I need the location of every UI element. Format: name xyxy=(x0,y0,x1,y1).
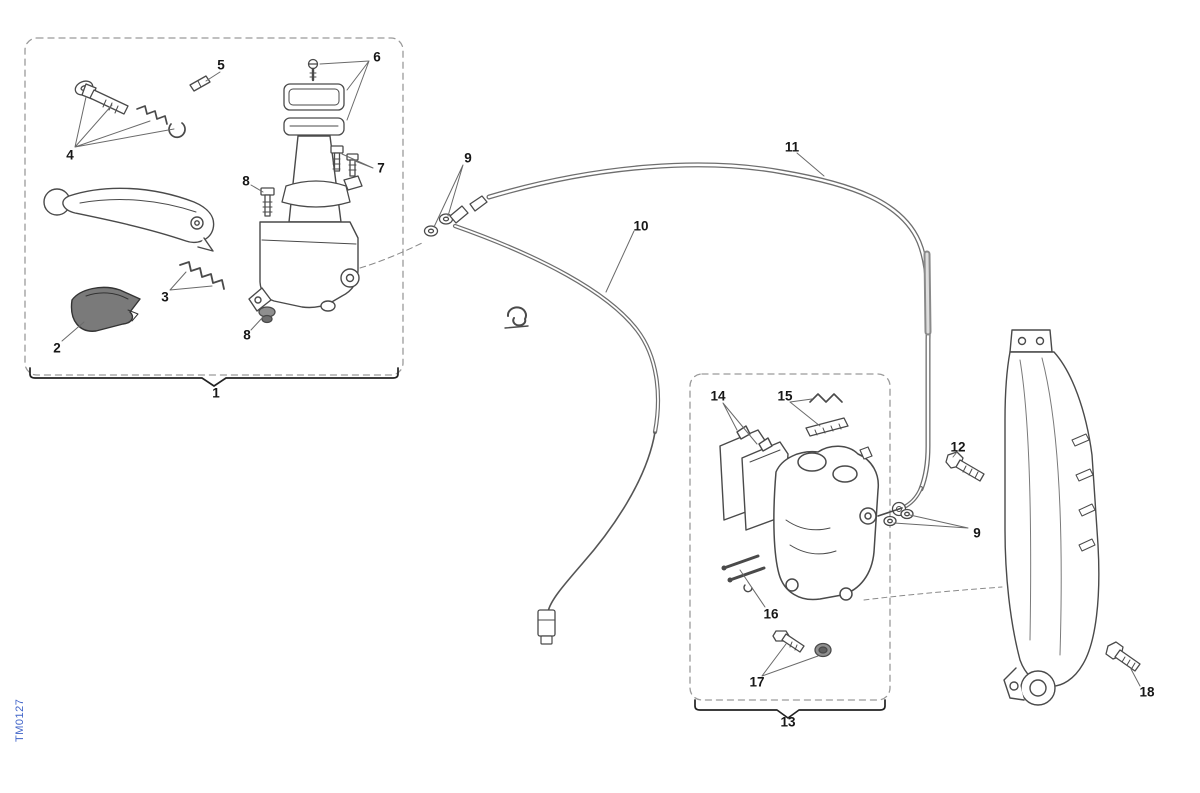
banjo-washers-top xyxy=(423,195,488,237)
lever-spring xyxy=(179,261,225,290)
callout-5: 5 xyxy=(217,57,225,73)
reservoir-cap-set xyxy=(283,58,345,136)
leader-lines xyxy=(61,60,1141,687)
brake-hose-11 xyxy=(486,162,932,517)
pad-spring-kit xyxy=(805,393,849,437)
callout-1: 1 xyxy=(212,385,220,401)
watermark: TM0127 xyxy=(14,698,26,742)
lever-protector xyxy=(70,286,141,332)
clamp-and-bolts xyxy=(281,145,363,208)
callout-16: 16 xyxy=(763,606,779,622)
pad-pins xyxy=(721,554,766,593)
group-1-box xyxy=(24,37,404,376)
hose-clip xyxy=(504,306,529,329)
callout-8b: 8 xyxy=(243,327,251,343)
pushrod-pin xyxy=(189,75,211,92)
master-cylinder xyxy=(248,135,360,312)
callout-11: 11 xyxy=(784,139,800,155)
alignment-dash-line xyxy=(359,241,425,269)
callout-12: 12 xyxy=(950,439,966,455)
bolt-12 xyxy=(945,451,985,482)
boot-8-bottom xyxy=(258,306,276,324)
callout-17: 17 xyxy=(749,674,765,690)
callout-15: 15 xyxy=(777,388,793,404)
brake-caliper xyxy=(773,445,903,601)
banjo-washers-caliper xyxy=(883,508,914,527)
callout-10: 10 xyxy=(633,218,649,234)
bolt-8-top xyxy=(260,187,275,217)
callout-9b: 9 xyxy=(973,525,981,541)
callout-7: 7 xyxy=(377,160,385,176)
group-1-bracket xyxy=(29,367,399,387)
callout-2: 2 xyxy=(53,340,61,356)
callout-9a: 9 xyxy=(464,150,472,166)
callout-6: 6 xyxy=(373,49,381,65)
callout-3: 3 xyxy=(161,289,169,305)
fork-guard xyxy=(863,329,1100,706)
callout-4: 4 xyxy=(66,147,74,163)
callout-18: 18 xyxy=(1139,684,1155,700)
callout-14: 14 xyxy=(710,388,726,404)
brake-lever xyxy=(43,187,215,252)
brake-hose-10 xyxy=(452,223,661,645)
caliper-bolts xyxy=(772,630,832,658)
callout-13: 13 xyxy=(780,714,796,730)
pivot-parts xyxy=(74,80,186,139)
bolt-18 xyxy=(1105,641,1141,672)
group-13-box xyxy=(689,373,891,701)
callout-8a: 8 xyxy=(242,173,250,189)
group-13-bracket xyxy=(694,699,886,719)
